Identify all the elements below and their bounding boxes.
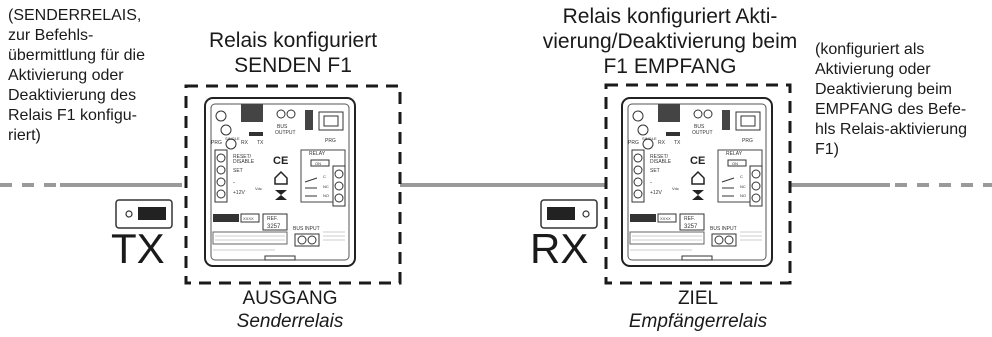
right-relay-module: PRG SINGLE RX TX BUS OUTPUT PRG RESET/ D… [621, 97, 773, 267]
svg-text:CE: CE [690, 155, 705, 167]
tx-label: TX [111, 225, 165, 272]
vdc-label: Vdc [255, 186, 262, 191]
right-note-line: EMPFANG des Befe- [815, 101, 967, 118]
left-title-line: Relais konfiguriert [208, 29, 378, 52]
minus-label: - [650, 180, 652, 186]
right-caption-italic: Empfängerrelais [628, 311, 768, 332]
left-note-line: (SENDERRELAIS, [8, 7, 142, 24]
left-caption-italic: Senderrelais [236, 311, 344, 332]
reset-label: RESET/ [650, 154, 669, 160]
ref-label: REF. [684, 216, 695, 222]
c-label: C [740, 174, 743, 179]
on-label: ON [315, 161, 321, 166]
bus-label: BUS [694, 124, 705, 130]
bus-label: BUS [277, 124, 288, 130]
single-label: SINGLE [225, 136, 240, 141]
ref-label: REF. [267, 216, 278, 222]
left-relay-module: PRG SINGLE RX TX BUS OUTPUT PRG RESET/ D… [204, 97, 356, 267]
prg-label: PRG [211, 140, 222, 146]
left-note-line: Deaktivierung des [8, 87, 137, 104]
right-caption-main: ZIEL [677, 288, 719, 309]
left-title: Relais konfiguriert SENDEN F1 [178, 28, 408, 78]
left-note-line: Relais F1 konfigu- [8, 107, 137, 124]
tx-label: TX [674, 140, 681, 146]
right-note-line: hls Relais-aktivierung [815, 121, 968, 138]
svg-text:XXXX: XXXX [243, 216, 254, 221]
relay-label: RELAY [309, 151, 326, 157]
prg2-label: PRG [742, 138, 753, 144]
left-caption: AUSGANG Senderrelais [170, 287, 410, 333]
left-note-line: zur Befehls- [8, 27, 94, 44]
right-title: Relais konfiguriert Akti- vierung/Deakti… [520, 4, 820, 79]
disable-label: DISABLE [233, 159, 255, 165]
rx-switch-icon [540, 199, 598, 229]
reset-label: RESET/ [233, 154, 252, 160]
output-label: OUTPUT [275, 130, 296, 136]
rx-label: RX [241, 140, 249, 146]
right-title-line: Relais konfiguriert Akti- [562, 5, 778, 28]
left-note-line: riert) [8, 127, 41, 144]
plus12-label: +12V [650, 190, 662, 196]
left-title-line: SENDEN F1 [234, 54, 352, 77]
right-caption: ZIEL Empfängerrelais [578, 287, 818, 333]
on-label: ON [732, 161, 738, 166]
left-dashed-frame [184, 84, 402, 285]
no-label: NO [323, 193, 329, 198]
right-note-line: Deaktivierung beim [815, 81, 952, 98]
rx-label: RX [530, 225, 589, 272]
single-label: SINGLE [642, 136, 657, 141]
nc-label: NC [740, 184, 746, 189]
disable-label: DISABLE [650, 159, 672, 165]
minus-label: - [233, 180, 235, 186]
bus-input-label: BUS INPUT [293, 226, 320, 232]
right-note: (konfiguriert als Aktivierung oder Deakt… [815, 40, 967, 160]
svg-text:CE: CE [273, 155, 288, 167]
left-caption-main: AUSGANG [242, 288, 338, 309]
left-note-line: Aktivierung oder [8, 67, 124, 84]
svg-text:XXXX: XXXX [660, 216, 671, 221]
rx-label: RX [658, 140, 666, 146]
set-label: SET [650, 168, 660, 174]
right-note-line: Aktivierung oder [815, 61, 931, 78]
prg-label: PRG [628, 140, 639, 146]
left-note-line: übermittlung für die [8, 47, 145, 64]
tx-switch-icon [115, 199, 173, 229]
set-label: SET [233, 168, 243, 174]
relay-label: RELAY [726, 151, 743, 157]
right-note-line: (konfiguriert als [815, 41, 925, 58]
right-title-line: vierung/Deaktivierung beim [542, 30, 798, 53]
ref-number: 3257 [684, 224, 698, 230]
plus12-label: +12V [233, 190, 245, 196]
left-note: (SENDERRELAIS, zur Befehls- übermittlung… [8, 6, 145, 146]
bus-input-label: BUS INPUT [710, 226, 737, 232]
nc-label: NC [323, 184, 329, 189]
output-label: OUTPUT [692, 130, 713, 136]
c-label: C [323, 174, 326, 179]
right-dashed-frame [604, 83, 792, 285]
no-label: NO [740, 193, 746, 198]
vdc-label: Vdc [672, 186, 679, 191]
prg2-label: PRG [325, 138, 336, 144]
right-title-line: F1 EMPFANG [603, 55, 737, 78]
right-note-line: F1) [815, 141, 839, 158]
ref-number: 3257 [267, 224, 281, 230]
tx-label: TX [257, 140, 264, 146]
